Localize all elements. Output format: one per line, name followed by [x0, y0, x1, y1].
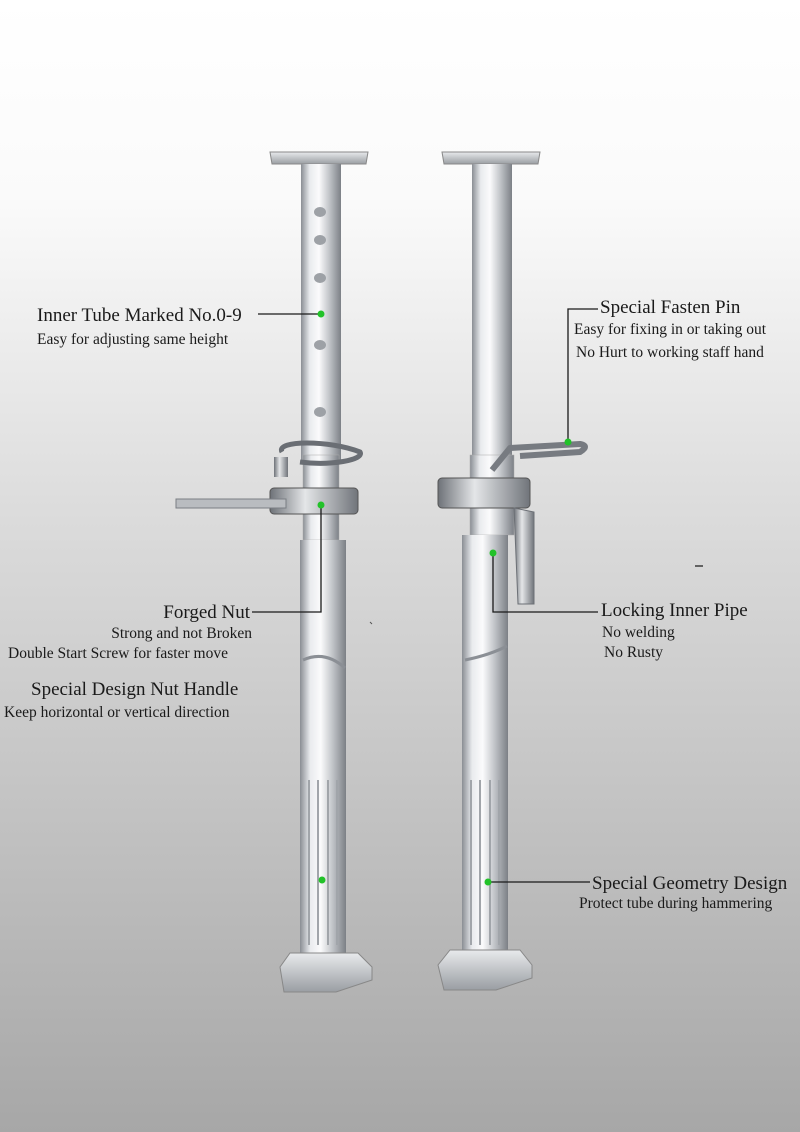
callout-title: Special Fasten Pin [600, 297, 741, 318]
marker-dots [317, 310, 572, 886]
callout-detail: Easy for adjusting same height [37, 331, 229, 348]
callout-detail: Strong and not Broken [111, 625, 252, 642]
callout-detail: No Rusty [604, 644, 663, 661]
right-flutes [470, 780, 500, 945]
right-base-plate [437, 949, 533, 991]
left-top-plate [269, 151, 369, 165]
left-flutes [308, 780, 338, 945]
right-forged-nut [437, 477, 531, 509]
left-outer-tube [300, 540, 346, 955]
marker-dot [564, 438, 572, 446]
left-fasten-pin [279, 440, 363, 466]
leader-lines [252, 308, 598, 883]
leader-locking-pipe [492, 553, 598, 613]
callout-title: Locking Inner Pipe [601, 600, 748, 621]
right-prop [437, 151, 588, 991]
left-base-plate [279, 952, 373, 993]
leader-forged-nut [252, 505, 322, 613]
right-nut-handle [513, 507, 535, 605]
marker-dot [317, 310, 325, 318]
left-groove [302, 654, 347, 670]
callout-title: Special Design Nut Handle [31, 679, 239, 700]
stray-mark [369, 621, 373, 625]
right-inner-tube [472, 164, 512, 464]
marker-dot [484, 878, 492, 886]
callout-title: Inner Tube Marked No.0-9 [37, 305, 242, 326]
left-adjustment-holes [314, 207, 326, 417]
marker-dot [489, 549, 497, 557]
marker-dot [318, 876, 326, 884]
left-nut-handle [175, 498, 287, 509]
right-outer-tube [462, 535, 508, 955]
left-pin-clip [274, 457, 288, 477]
marker-dot [317, 501, 325, 509]
right-top-plate [441, 151, 541, 165]
callout-detail: Easy for fixing in or taking out [574, 321, 766, 338]
leader-fasten-pin [567, 308, 598, 442]
callout-detail: Protect tube during hammering [579, 895, 773, 912]
callout-title: Special Geometry Design [592, 873, 788, 894]
callout-detail: Double Start Screw for faster move [8, 645, 228, 662]
right-groove [464, 644, 508, 662]
left-prop [175, 151, 373, 993]
callout-detail: Keep horizontal or vertical direction [4, 704, 230, 721]
right-fasten-pin [489, 441, 588, 472]
callout-title: Forged Nut [163, 602, 250, 623]
callout-detail: No Hurt to working staff hand [576, 344, 764, 361]
callout-detail: No welding [602, 624, 675, 641]
